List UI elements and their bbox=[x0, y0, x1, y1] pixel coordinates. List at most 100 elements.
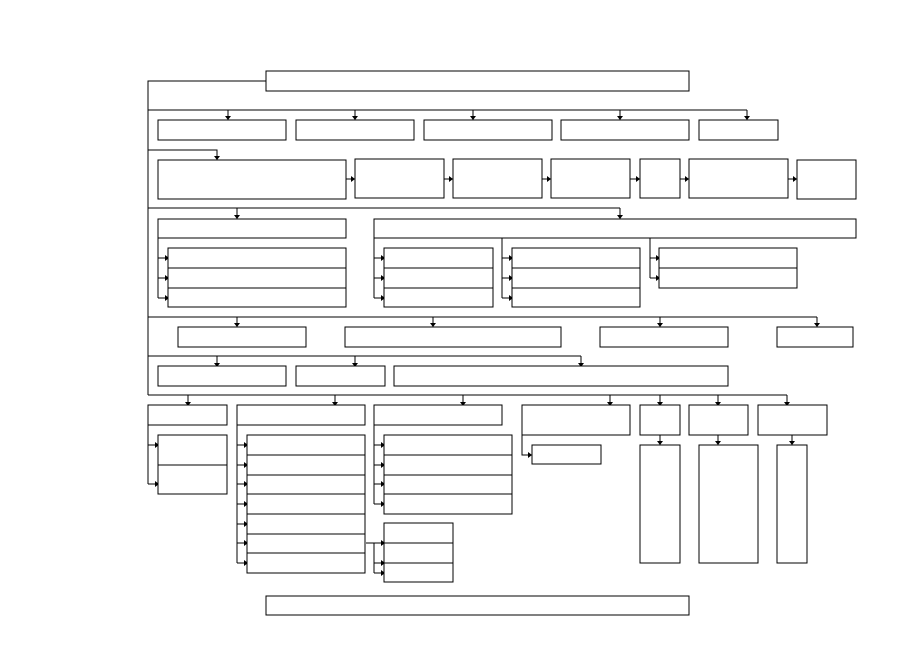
arrow-down bbox=[185, 402, 191, 406]
box-group-a-2 bbox=[167, 267, 347, 289]
arrow-right bbox=[381, 540, 385, 546]
arrow-right bbox=[656, 275, 660, 281]
box-row3-2 bbox=[373, 218, 857, 239]
box-col3-2 bbox=[383, 454, 513, 476]
arrow-down bbox=[225, 116, 231, 120]
arrow-right bbox=[244, 521, 248, 527]
box-col1-1 bbox=[157, 434, 228, 466]
box-col7-1 bbox=[776, 444, 808, 564]
box-row2-2 bbox=[354, 158, 445, 199]
box-col3b-3 bbox=[383, 562, 454, 583]
box-row4-4 bbox=[776, 326, 854, 348]
box-row2-7 bbox=[796, 159, 857, 200]
arrow-down bbox=[578, 363, 584, 367]
box-col3b-2 bbox=[383, 542, 454, 564]
arrow-right bbox=[685, 176, 689, 182]
box-row6-3 bbox=[373, 404, 503, 426]
box-row2-1 bbox=[157, 159, 347, 200]
arrow-right bbox=[244, 462, 248, 468]
arrow-right bbox=[165, 275, 169, 281]
box-row5-3 bbox=[393, 365, 729, 387]
box-row1-3 bbox=[423, 119, 553, 141]
connector-row2-feed bbox=[148, 149, 218, 157]
arrow-down bbox=[617, 116, 623, 120]
box-group-a-1 bbox=[167, 247, 347, 269]
box-col2-4 bbox=[246, 493, 366, 515]
box-col2-1 bbox=[246, 434, 366, 456]
arrow-right bbox=[547, 176, 551, 182]
box-group-b-1 bbox=[383, 247, 494, 269]
arrow-down bbox=[352, 363, 358, 367]
box-col2-2 bbox=[246, 454, 366, 476]
arrow-down bbox=[234, 215, 240, 219]
arrow-right bbox=[381, 481, 385, 487]
connector-col4-branch bbox=[521, 435, 529, 456]
arrow-right bbox=[351, 176, 355, 182]
arrowheads bbox=[155, 116, 820, 576]
arrow-right bbox=[793, 176, 797, 182]
arrow-right bbox=[528, 452, 532, 458]
arrow-down bbox=[460, 402, 466, 406]
box-row6-6 bbox=[688, 404, 749, 436]
arrow-right bbox=[165, 295, 169, 301]
box-row5-2 bbox=[295, 365, 386, 387]
diagram-boxes bbox=[147, 70, 857, 616]
arrow-right bbox=[244, 442, 248, 448]
arrow-right bbox=[381, 295, 385, 301]
box-group-a-3 bbox=[167, 287, 347, 308]
arrow-right bbox=[381, 255, 385, 261]
arrow-right bbox=[381, 501, 385, 507]
arrow-right bbox=[509, 255, 513, 261]
connector-lines bbox=[147, 80, 818, 574]
arrow-right bbox=[509, 275, 513, 281]
arrow-right bbox=[381, 560, 385, 566]
arrow-down bbox=[214, 156, 220, 160]
box-row1-5 bbox=[698, 119, 779, 141]
arrow-right bbox=[381, 275, 385, 281]
box-col1-2 bbox=[157, 464, 228, 495]
arrow-down bbox=[430, 323, 436, 327]
arrow-down bbox=[214, 363, 220, 367]
box-group-c-3 bbox=[511, 287, 641, 308]
box-footer bbox=[265, 595, 690, 616]
arrow-right bbox=[656, 255, 660, 261]
box-col2-6 bbox=[246, 533, 366, 554]
box-row4-2 bbox=[344, 326, 562, 348]
box-col6-1 bbox=[698, 444, 759, 564]
box-col2-3 bbox=[246, 474, 366, 495]
arrow-down bbox=[789, 441, 795, 445]
box-row6-5 bbox=[639, 404, 681, 436]
box-group-c-2 bbox=[511, 267, 641, 289]
box-row4-1 bbox=[177, 326, 307, 348]
arrow-right bbox=[636, 176, 640, 182]
arrow-down bbox=[657, 402, 663, 406]
arrow-down bbox=[332, 402, 338, 406]
connector-trunk bbox=[147, 80, 266, 395]
arrow-down bbox=[715, 441, 721, 445]
box-row1-1 bbox=[157, 119, 287, 141]
arrow-right bbox=[244, 540, 248, 546]
box-col2-5 bbox=[246, 513, 366, 535]
arrow-down bbox=[715, 402, 721, 406]
arrow-right bbox=[155, 481, 159, 487]
arrow-down bbox=[744, 116, 750, 120]
arrow-down bbox=[657, 441, 663, 445]
box-row1-2 bbox=[295, 119, 415, 141]
arrow-right bbox=[381, 462, 385, 468]
box-row6-1 bbox=[147, 404, 228, 426]
arrow-down bbox=[657, 323, 663, 327]
arrow-right bbox=[244, 501, 248, 507]
box-row1-4 bbox=[560, 119, 690, 141]
arrow-right bbox=[165, 255, 169, 261]
box-root bbox=[265, 70, 690, 92]
arrow-right bbox=[244, 560, 248, 566]
arrow-down bbox=[607, 402, 613, 406]
box-row3-1 bbox=[157, 218, 347, 239]
arrow-right bbox=[244, 481, 248, 487]
box-row4-3 bbox=[599, 326, 729, 348]
box-row2-4 bbox=[550, 158, 631, 199]
box-col3b-1 bbox=[383, 522, 454, 544]
box-group-d-1 bbox=[658, 247, 798, 269]
arrow-right bbox=[381, 570, 385, 576]
